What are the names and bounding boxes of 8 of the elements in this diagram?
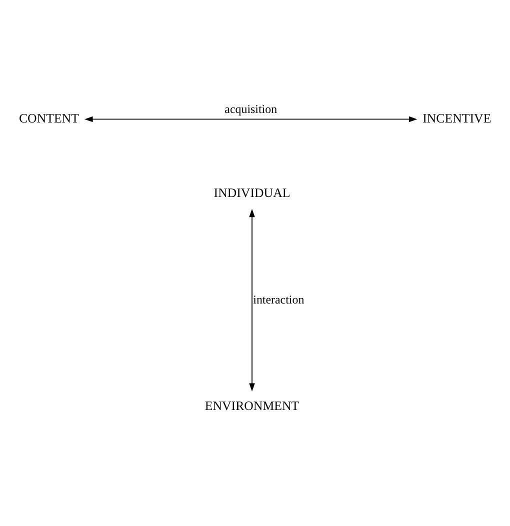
arrow [84,116,418,122]
node-text: INDIVIDUAL [214,186,290,200]
arrow [249,208,255,392]
node-text: ENVIRONMENT [204,399,300,414]
node-text: INCENTIVE [422,112,492,126]
edge-label: interaction [253,292,304,306]
edge-label: acquisition [224,102,278,116]
node-text: CONTENT [18,112,79,126]
